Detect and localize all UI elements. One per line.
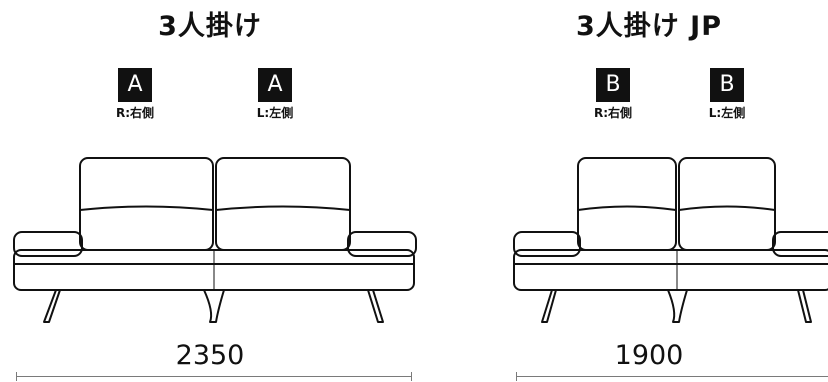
backrest-right <box>215 157 351 251</box>
sofa-panel-3-seater: 3人掛け A R:右側 A L:左側 <box>0 11 420 381</box>
dimension-line <box>516 376 828 377</box>
seat-base <box>513 249 828 291</box>
dimension-label: 2350 <box>175 340 245 371</box>
module-side-label: L:左側 <box>256 106 294 120</box>
armrest-left <box>513 231 581 257</box>
module-badge-left: A L:左側 <box>240 68 310 121</box>
module-badge-left: B L:左側 <box>692 68 762 121</box>
dimension-label: 1900 <box>614 340 684 371</box>
backrest-left <box>79 157 214 251</box>
sofa-drawing <box>470 150 828 330</box>
module-letter: A <box>258 68 292 102</box>
armrest-right <box>772 231 828 257</box>
module-letter: A <box>118 68 152 102</box>
legs <box>43 289 384 323</box>
backrest-right <box>678 157 776 251</box>
module-side-label: R:右側 <box>593 106 633 120</box>
panel-title: 3人掛け JP <box>575 11 723 42</box>
dimension-line <box>16 376 412 377</box>
sofa-panel-3-seater-jp: 3人掛け JP B R:右側 B L:左側 <box>470 0 828 382</box>
armrest-left <box>13 231 83 257</box>
module-side-label: L:左側 <box>708 106 746 120</box>
seat-base <box>13 249 415 291</box>
sofa-drawing <box>0 150 420 330</box>
dimension-tick-start <box>516 372 517 381</box>
module-side-label: R:右側 <box>115 106 155 120</box>
legs <box>541 289 812 323</box>
dimension-tick-end <box>411 372 412 381</box>
dimension-tick-start <box>16 372 17 381</box>
module-letter: B <box>710 68 744 102</box>
module-letter: B <box>596 68 630 102</box>
panel-title: 3人掛け <box>158 11 262 42</box>
module-badge-right: A R:右側 <box>100 68 170 121</box>
module-badge-right: B R:右側 <box>578 68 648 121</box>
armrest-right <box>347 231 417 257</box>
backrest-left <box>577 157 677 251</box>
